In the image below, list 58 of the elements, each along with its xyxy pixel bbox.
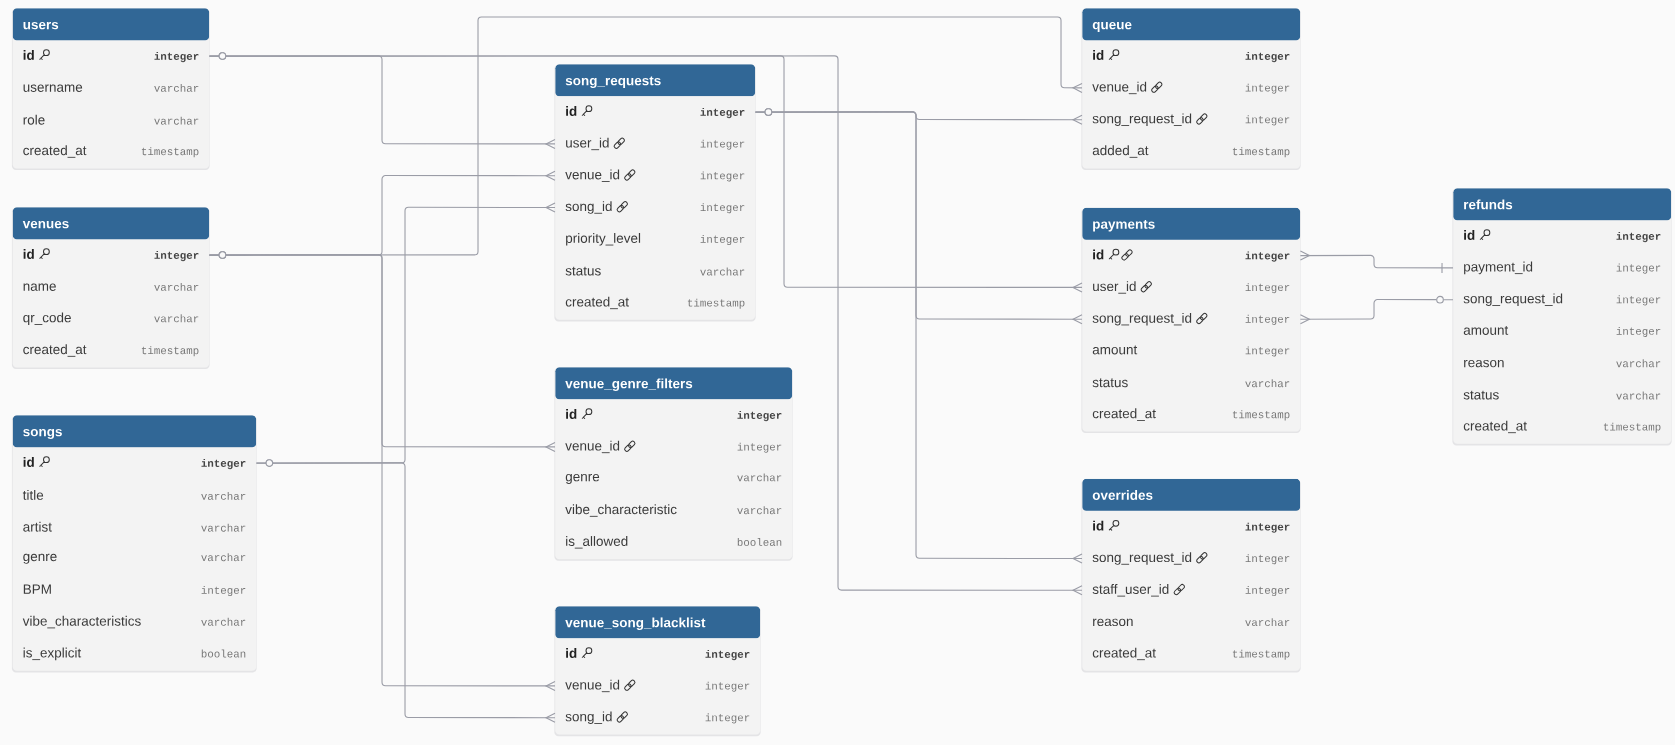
column-entry: id integer: [566, 409, 782, 422]
column-entry: is_explicit boolean: [23, 647, 246, 661]
column-entry: venue_id integer: [565, 679, 750, 693]
relationship-line: [208, 52, 1083, 596]
column-entry: user_id integer: [1093, 281, 1290, 294]
column-entry: name varchar: [23, 282, 199, 291]
column-entry: status varchar: [1463, 390, 1661, 400]
column-entry: venue_id integer: [1092, 81, 1290, 95]
column-entry: venue_id integer: [565, 440, 782, 454]
column-entry: status varchar: [565, 266, 745, 276]
relationship-line: [754, 108, 1083, 564]
column-entry: venue_id integer: [565, 169, 745, 182]
column-entry: added_at timestamp: [1092, 145, 1290, 158]
column-entry: payment_id integer: [1464, 261, 1661, 275]
column-entry: amount integer: [1092, 345, 1290, 357]
column-entry: genre varchar: [565, 473, 782, 485]
column-entry: genre varchar: [23, 553, 246, 564]
column-entry: song_request_id integer: [1092, 113, 1290, 126]
column-entry: id integer: [23, 50, 199, 63]
column-entry: created_at timestamp: [1092, 647, 1290, 661]
column-entry: id integer: [566, 106, 745, 119]
column-entry: song_request_id integer: [1463, 293, 1661, 306]
column-entry: BPM integer: [23, 584, 246, 597]
column-entry: id integer: [1093, 249, 1290, 262]
column-entry: created_at timestamp: [1463, 420, 1661, 434]
relationship-line: [1299, 250, 1454, 274]
relationship-line: [255, 459, 556, 723]
column-entry: id integer: [23, 249, 199, 262]
column-entry: created_at timestamp: [1092, 408, 1290, 421]
column-entry: reason varchar: [1093, 618, 1290, 627]
column-entry: id integer: [1464, 230, 1661, 243]
column-entry: song_id integer: [565, 201, 745, 214]
column-entry: vibe_characteristics varchar: [22, 615, 246, 629]
column-entry: amount integer: [1463, 326, 1661, 337]
column-entry: qr_code varchar: [23, 312, 199, 325]
column-entry: id integer: [566, 648, 750, 661]
column-entry: vibe_characteristic varchar: [565, 504, 782, 517]
column-entry: title varchar: [22, 489, 246, 500]
column-entry: user_id integer: [566, 137, 745, 151]
column-entry: song_request_id integer: [1092, 552, 1290, 565]
column-entry: created_at timestamp: [565, 296, 745, 310]
column-entry: created_at timestamp: [23, 145, 199, 158]
column-entry: username varchar: [23, 83, 199, 92]
column-entry: staff_user_id integer: [1092, 584, 1290, 597]
column-entry: song_id integer: [565, 711, 750, 724]
column-entry: song_request_id integer: [1092, 312, 1290, 326]
relationship-line: [1299, 295, 1454, 325]
relationship-line: [208, 251, 556, 691]
column-entry: created_at timestamp: [23, 344, 199, 357]
column-entry: id integer: [1093, 50, 1290, 63]
column-entry: id integer: [23, 457, 246, 470]
column-entry: is_allowed boolean: [566, 536, 782, 549]
column-entry: artist varchar: [23, 521, 246, 532]
column-entry: id integer: [1093, 520, 1290, 533]
column-entry: status varchar: [1092, 378, 1290, 388]
column-entry: priority_level integer: [566, 233, 745, 246]
column-entry: reason varchar: [1464, 359, 1661, 368]
column-entry: role varchar: [23, 114, 199, 125]
